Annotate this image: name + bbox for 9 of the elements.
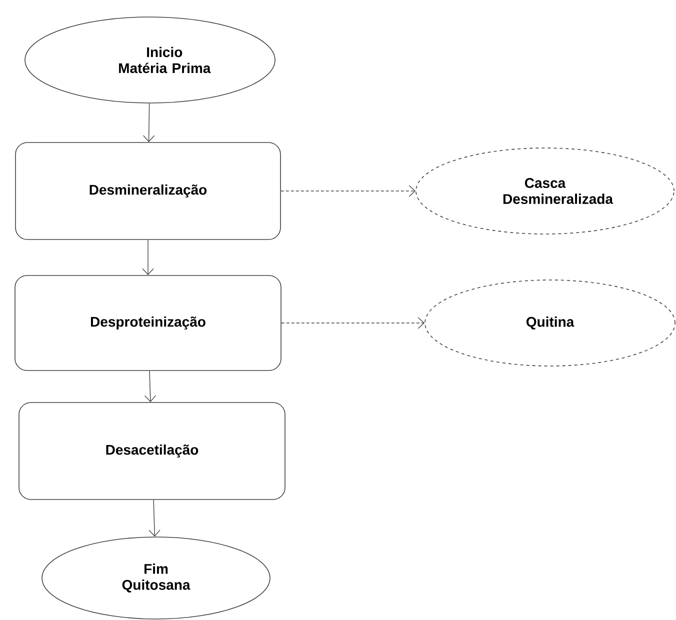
process-box: Desacetilação — [18, 402, 286, 500]
arrow — [142, 240, 154, 276]
arrow — [148, 500, 160, 537]
process-box: Desmineralização — [15, 142, 281, 240]
process-box: Desproteinização — [14, 275, 282, 371]
arrow — [144, 370, 156, 402]
arrow — [143, 103, 155, 142]
dashed-arrow — [281, 317, 425, 329]
dashed-arrow — [280, 185, 416, 197]
